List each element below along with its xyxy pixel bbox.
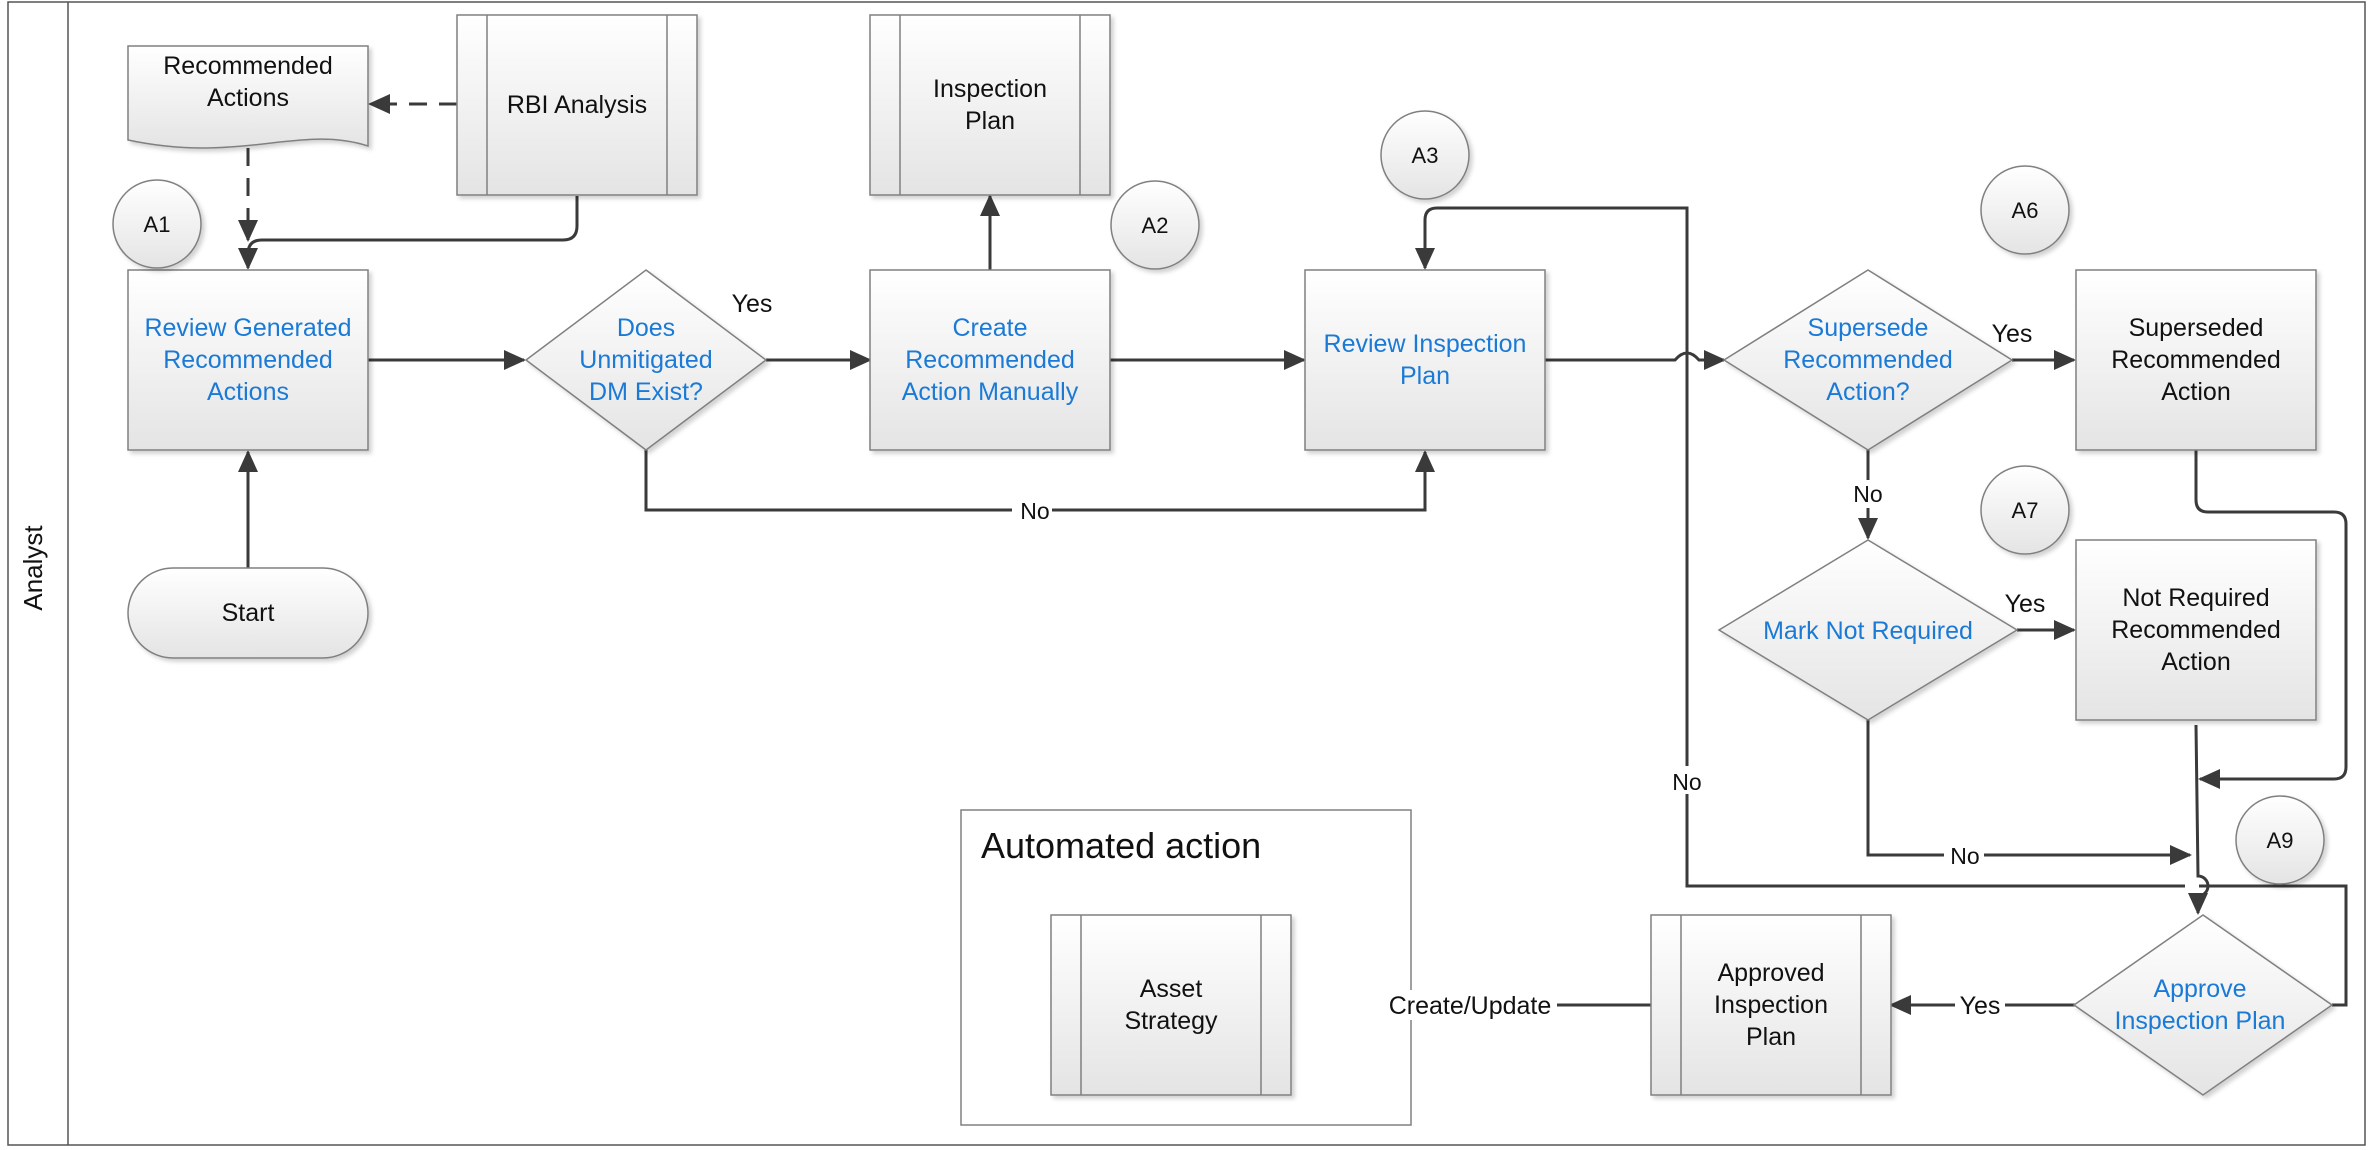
mark-not-required-decision[interactable] xyxy=(1717,539,2019,721)
marker-a1-label: A1 xyxy=(144,212,171,237)
marker-a7: A7 xyxy=(1980,465,2070,555)
marker-a6: A6 xyxy=(1980,165,2070,255)
edge-label-create-update-bg xyxy=(1383,990,1557,1020)
marker-a9-label: A9 xyxy=(2267,828,2294,853)
start-terminator[interactable] xyxy=(127,567,369,659)
lane-label: Analyst xyxy=(18,525,48,611)
connector-approve-no xyxy=(1415,206,2348,1007)
edge-label-no-dm: No xyxy=(1020,498,1049,524)
marker-a7-label: A7 xyxy=(2012,498,2039,523)
marker-a9: A9 xyxy=(2235,795,2325,885)
edge-label-yes-approve: Yes xyxy=(1960,992,2001,1020)
edge-label-no-mark-bg xyxy=(1944,840,1984,870)
edge-label-yes-mark: Yes xyxy=(2005,590,2046,618)
connector-notrequired-to-approve xyxy=(2188,724,2210,915)
start-label: Start xyxy=(222,599,275,627)
connector-review-to-supersede xyxy=(1545,350,1726,370)
inspection-plan-subprocess[interactable] xyxy=(869,14,1111,196)
marker-a2: A2 xyxy=(1110,180,1200,270)
marker-a3-label: A3 xyxy=(1412,143,1439,168)
edge-label-yes-dm: Yes xyxy=(732,290,773,318)
superseded-action-step[interactable] xyxy=(2075,269,2317,451)
edge-label-no-supersede: No xyxy=(1853,481,1882,507)
edge-label-no-supersede-bg xyxy=(1850,480,1888,508)
connector-superseded-to-merge xyxy=(2194,450,2348,789)
edge-label-yes-approve-bg xyxy=(1955,990,2005,1020)
approved-plan-subprocess[interactable] xyxy=(1650,914,1892,1096)
create-recommended-step[interactable] xyxy=(869,269,1111,451)
recommended-actions-document[interactable] xyxy=(127,45,369,149)
edge-label-no-approve-bg xyxy=(1668,766,1706,794)
mark-not-required-link[interactable]: Mark Not Required xyxy=(1763,617,1973,645)
asset-strategy-subprocess[interactable] xyxy=(1050,914,1292,1096)
approve-decision[interactable] xyxy=(2072,914,2334,1096)
edge-label-no-approve: No xyxy=(1672,769,1701,795)
rbi-analysis-label: RBI Analysis xyxy=(507,91,647,119)
edge-label-no-dm-bg xyxy=(1012,494,1052,524)
automated-action-title: Automated action xyxy=(981,825,1261,866)
edge-label-no-mark: No xyxy=(1950,843,1979,869)
unmitigated-dm-decision[interactable] xyxy=(524,269,768,451)
review-inspection-step[interactable] xyxy=(1304,269,1546,451)
not-required-action-step[interactable] xyxy=(2075,539,2317,721)
edge-label-yes-supersede: Yes xyxy=(1992,320,2033,348)
marker-a1: A1 xyxy=(112,179,202,269)
review-generated-step[interactable] xyxy=(127,269,369,451)
edge-label-create-update: Create/Update xyxy=(1389,992,1552,1020)
marker-a2-label: A2 xyxy=(1142,213,1169,238)
connector-mark-no xyxy=(1866,720,2192,865)
marker-a3: A3 xyxy=(1380,110,1470,200)
rbi-analysis-subprocess[interactable] xyxy=(456,14,698,196)
marker-a6-label: A6 xyxy=(2012,198,2039,223)
supersede-decision[interactable] xyxy=(1722,269,2014,451)
swimlane-frame xyxy=(7,1,2366,1146)
connector-rbi-to-review xyxy=(238,196,579,270)
